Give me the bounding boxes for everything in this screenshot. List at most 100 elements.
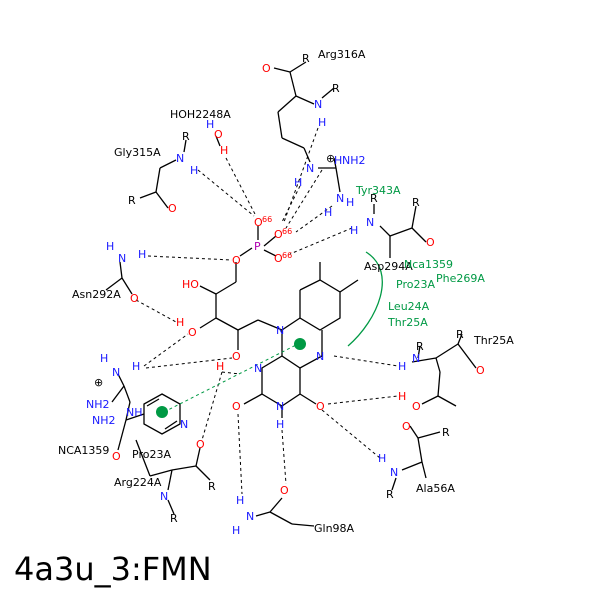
label-tyr343: Tyr343A bbox=[355, 184, 401, 197]
fmn-ligand-bonds bbox=[199, 226, 359, 418]
svg-text:N: N bbox=[306, 162, 314, 175]
svg-text:O: O bbox=[254, 216, 263, 229]
svg-text:O: O bbox=[402, 420, 411, 433]
svg-text:H: H bbox=[346, 196, 354, 209]
svg-text:H: H bbox=[334, 154, 342, 167]
ring-centroid-nca1359 bbox=[156, 406, 168, 418]
svg-text:66: 66 bbox=[282, 227, 292, 236]
svg-text:N: N bbox=[314, 98, 322, 111]
svg-text:R: R bbox=[170, 512, 178, 525]
svg-text:NH2: NH2 bbox=[342, 154, 366, 167]
svg-text:H: H bbox=[378, 452, 386, 465]
label-nca1359: NCA1359 bbox=[58, 444, 109, 457]
svg-text:O: O bbox=[280, 484, 289, 497]
svg-text:N: N bbox=[112, 366, 120, 379]
label-asp294: Asp294A bbox=[364, 260, 413, 273]
svg-text:R: R bbox=[370, 192, 378, 205]
svg-text:O: O bbox=[476, 364, 485, 377]
label-gly315: Gly315A bbox=[114, 146, 161, 159]
label-phe269: Phe269A bbox=[436, 272, 485, 285]
svg-text:O: O bbox=[196, 438, 205, 451]
svg-text:H: H bbox=[276, 418, 284, 431]
svg-text:N: N bbox=[316, 350, 324, 363]
atom-labels: Arg316A O R N R H N H ⊕ H NH2 N H H HOH2… bbox=[58, 48, 514, 537]
svg-text:H: H bbox=[176, 316, 184, 329]
label-pro23: Pro23A bbox=[132, 448, 171, 461]
svg-text:H: H bbox=[398, 390, 406, 403]
diagram-title: 4a3u_3:FMN bbox=[14, 550, 212, 588]
svg-text:H: H bbox=[138, 248, 146, 261]
label-pro23-contact: Pro23A bbox=[396, 278, 435, 291]
svg-text:O: O bbox=[232, 400, 241, 413]
label-hoh2248: HOH2248A bbox=[170, 108, 231, 121]
hydrogen-bonds bbox=[135, 127, 399, 495]
svg-text:O: O bbox=[262, 62, 271, 75]
svg-text:HO: HO bbox=[182, 278, 199, 291]
svg-text:N: N bbox=[276, 400, 284, 413]
label-thr25-contact: Thr25A bbox=[387, 316, 428, 329]
svg-text:R: R bbox=[442, 426, 450, 439]
svg-text:R: R bbox=[412, 196, 420, 209]
svg-text:O: O bbox=[412, 400, 421, 413]
svg-text:N: N bbox=[390, 466, 398, 479]
label-arg224: Arg224A bbox=[114, 476, 162, 489]
svg-text:⊕: ⊕ bbox=[326, 152, 335, 165]
svg-text:N: N bbox=[246, 510, 254, 523]
svg-text:O: O bbox=[130, 292, 139, 305]
svg-text:H: H bbox=[398, 360, 406, 373]
svg-text:H: H bbox=[350, 224, 358, 237]
label-nca1359-contact: Nca1359 bbox=[404, 258, 453, 271]
svg-text:N: N bbox=[412, 352, 420, 365]
svg-text:R: R bbox=[332, 82, 340, 95]
svg-text:66: 66 bbox=[282, 251, 292, 260]
label-asn292: Asn292A bbox=[72, 288, 121, 301]
svg-text:H: H bbox=[190, 164, 198, 177]
svg-text:H: H bbox=[236, 494, 244, 507]
svg-text:H: H bbox=[220, 144, 228, 157]
svg-text:N: N bbox=[118, 252, 126, 265]
label-thr25: Thr25A bbox=[473, 334, 514, 347]
label-gln98: Gln98A bbox=[314, 522, 355, 535]
svg-text:R: R bbox=[302, 52, 310, 65]
svg-text:O: O bbox=[232, 254, 241, 267]
svg-text:H: H bbox=[216, 360, 224, 373]
svg-text:66: 66 bbox=[262, 215, 272, 224]
svg-text:H: H bbox=[206, 118, 214, 131]
label-leu24: Leu24A bbox=[388, 300, 430, 313]
svg-text:R: R bbox=[182, 130, 190, 143]
svg-text:O: O bbox=[426, 236, 435, 249]
residue-bonds bbox=[105, 61, 477, 527]
svg-text:P: P bbox=[254, 240, 261, 253]
hydrophobic-contacts bbox=[156, 251, 383, 418]
svg-text:R: R bbox=[416, 340, 424, 353]
svg-text:⊕: ⊕ bbox=[94, 376, 103, 389]
svg-text:N: N bbox=[276, 324, 284, 337]
svg-text:O: O bbox=[188, 326, 197, 339]
svg-text:N: N bbox=[176, 152, 184, 165]
svg-text:N: N bbox=[180, 418, 188, 431]
svg-text:N: N bbox=[366, 216, 374, 229]
svg-text:NH2: NH2 bbox=[92, 414, 116, 427]
svg-text:O: O bbox=[274, 252, 283, 265]
label-ala56: Ala56A bbox=[416, 482, 455, 495]
svg-text:NH2: NH2 bbox=[86, 398, 110, 411]
ring-centroid-fmn bbox=[294, 338, 306, 350]
svg-text:O: O bbox=[316, 400, 325, 413]
svg-text:H: H bbox=[294, 176, 302, 189]
svg-text:O: O bbox=[274, 228, 283, 241]
svg-text:H: H bbox=[100, 352, 108, 365]
svg-text:O: O bbox=[112, 450, 121, 463]
label-arg316: Arg316A bbox=[318, 48, 366, 61]
svg-text:H: H bbox=[232, 524, 240, 537]
svg-text:N: N bbox=[336, 192, 344, 205]
svg-text:O: O bbox=[232, 350, 241, 363]
svg-text:H: H bbox=[318, 116, 326, 129]
svg-text:NH: NH bbox=[126, 406, 143, 419]
svg-text:O: O bbox=[214, 128, 223, 141]
svg-text:R: R bbox=[456, 328, 464, 341]
svg-text:H: H bbox=[106, 240, 114, 253]
svg-text:N: N bbox=[160, 490, 168, 503]
svg-text:R: R bbox=[386, 488, 394, 501]
